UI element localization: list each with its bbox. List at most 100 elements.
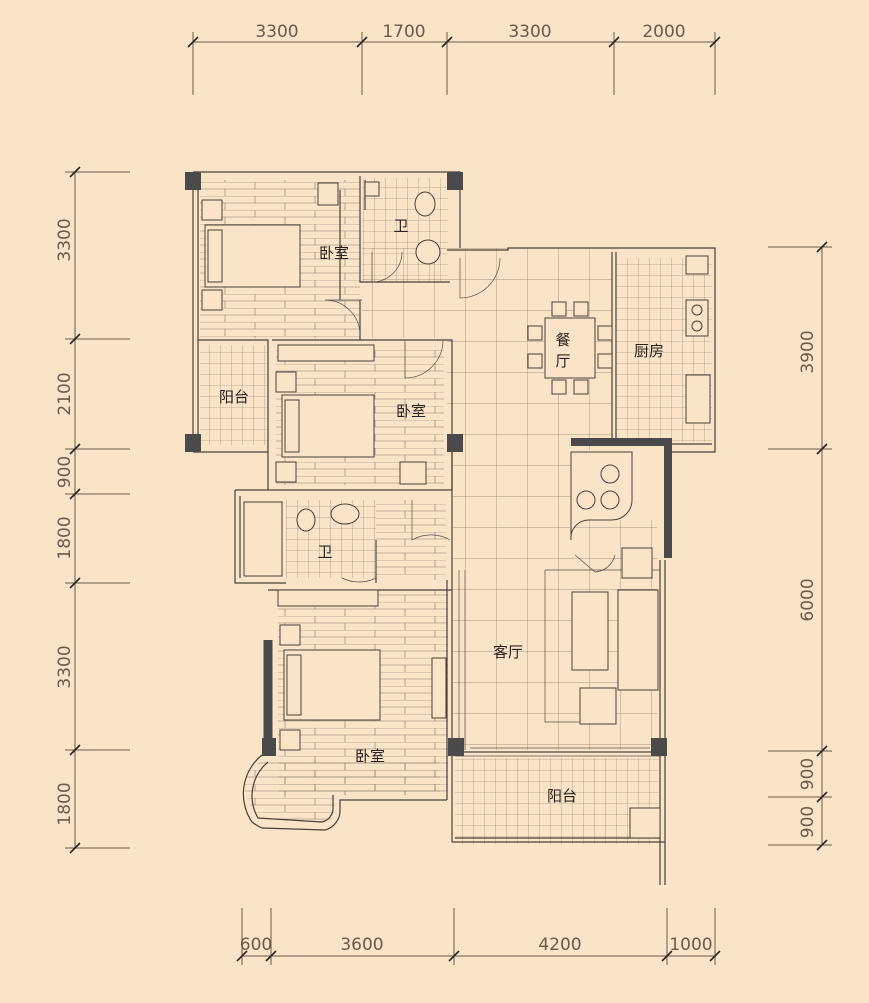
dining-chair <box>527 325 543 341</box>
dim-right-4: 900 <box>798 806 818 838</box>
dim-left-6: 1800 <box>55 782 75 825</box>
label-dining-1: 餐 <box>555 331 570 349</box>
pillow <box>284 399 300 453</box>
nightstand <box>279 729 301 751</box>
dim-left-1: 3300 <box>55 218 75 261</box>
label-bedroom-2: 卧室 <box>396 402 426 420</box>
wardrobe <box>277 344 375 362</box>
door-swing <box>574 554 616 573</box>
pillow <box>207 229 223 283</box>
column <box>185 434 201 452</box>
nightstand <box>275 461 297 483</box>
basin <box>330 503 360 525</box>
sliding-door <box>470 747 650 753</box>
kitchen-sink <box>685 374 711 424</box>
dresser <box>431 657 447 719</box>
washer <box>629 807 661 839</box>
bay-window-floor <box>244 760 440 822</box>
dim-top-3: 3300 <box>508 22 551 42</box>
stove <box>685 299 709 337</box>
balcony-2-floor <box>455 758 659 844</box>
label-dining-2: 厅 <box>555 352 570 370</box>
chair <box>399 461 427 485</box>
dimension-right: 3900 6000 900 900 <box>768 241 832 851</box>
door-swing <box>341 540 377 583</box>
dim-right-3: 900 <box>798 758 818 790</box>
nightstand <box>275 371 297 393</box>
basin <box>415 239 441 265</box>
toilet <box>296 508 316 532</box>
dim-left-5: 3300 <box>55 645 75 688</box>
nightstand <box>201 289 223 311</box>
dim-right-2: 6000 <box>798 578 818 621</box>
sofa <box>617 589 659 691</box>
nightstand <box>279 624 301 646</box>
burner <box>691 304 703 316</box>
furniture <box>201 181 711 839</box>
stool <box>600 490 620 510</box>
label-kitchen: 厨房 <box>634 342 664 360</box>
dim-bottom-4: 1000 <box>669 935 712 955</box>
sink <box>364 181 380 197</box>
stool <box>600 464 620 484</box>
toilet <box>414 191 436 217</box>
hall-floor <box>376 500 446 580</box>
coffee-table <box>571 591 609 671</box>
dimension-left: 3300 2100 900 1800 3300 1800 <box>55 166 130 854</box>
window <box>458 570 466 750</box>
dimension-bottom: 600 3600 4200 1000 <box>236 908 721 965</box>
dining-chair <box>527 353 543 369</box>
wardrobe <box>277 589 379 607</box>
fridge <box>685 255 709 275</box>
dim-left-4: 1800 <box>55 516 75 559</box>
door-swing <box>459 257 501 299</box>
column <box>447 172 463 190</box>
room-labels: 卧室 卫 餐 厅 厨房 阳台 卧室 卫 客厅 卧室 阳台 <box>219 217 664 805</box>
dim-bottom-2: 3600 <box>340 935 383 955</box>
nightstand <box>201 199 223 221</box>
dim-left-2: 2100 <box>55 372 75 415</box>
dining-chair <box>573 301 589 317</box>
dining-chair <box>551 301 567 317</box>
side-table <box>621 547 653 579</box>
dining-chair <box>573 379 589 395</box>
bathtub <box>243 501 283 577</box>
label-balcony-2: 阳台 <box>547 787 577 805</box>
column <box>262 738 276 756</box>
doors <box>324 251 650 753</box>
armchair <box>579 687 617 725</box>
chair <box>317 182 339 206</box>
living-floor <box>453 450 571 750</box>
dim-bottom-1: 600 <box>240 935 272 955</box>
door-swing <box>404 339 444 379</box>
dining-chair <box>551 379 567 395</box>
label-living: 客厅 <box>493 643 523 661</box>
column <box>447 434 463 452</box>
dim-left-3: 900 <box>55 456 75 488</box>
burner <box>691 320 703 332</box>
label-bedroom-1: 卧室 <box>319 244 349 262</box>
dim-right-1: 3900 <box>798 330 818 373</box>
dimension-top: 3300 1700 3300 2000 <box>187 22 721 95</box>
dining-table <box>544 317 596 379</box>
label-bedroom-3: 卧室 <box>355 747 385 765</box>
door-swing <box>371 251 403 283</box>
columns <box>185 172 667 756</box>
column <box>448 738 464 756</box>
column <box>185 172 201 190</box>
door-swing <box>411 500 451 541</box>
dim-top-2: 1700 <box>382 22 425 42</box>
label-bath-1: 卫 <box>393 217 408 235</box>
dim-top-4: 2000 <box>642 22 685 42</box>
dim-top-1: 3300 <box>255 22 298 42</box>
balcony-1-floor <box>200 345 268 445</box>
dining-chair <box>597 325 613 341</box>
label-balcony-1: 阳台 <box>219 388 249 406</box>
column <box>651 738 667 756</box>
dining-chair <box>597 353 613 369</box>
dim-bottom-3: 4200 <box>538 935 581 955</box>
label-bath-2: 卫 <box>317 543 332 561</box>
door-swing <box>324 299 362 336</box>
pillow <box>286 654 302 716</box>
